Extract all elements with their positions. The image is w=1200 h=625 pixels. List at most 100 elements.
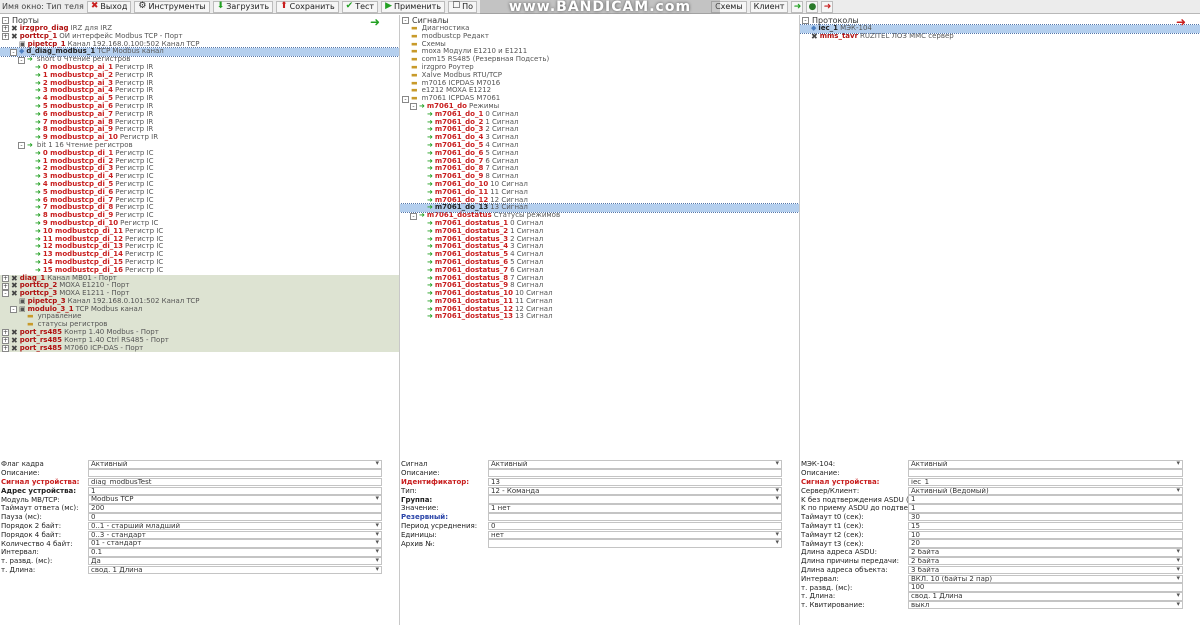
expand-icon[interactable]: + <box>2 345 9 353</box>
property-input[interactable]: 13 <box>488 477 782 487</box>
property-select[interactable]: 0.1 <box>88 548 382 557</box>
property-select[interactable]: выкл <box>908 600 1183 610</box>
apply-button[interactable]: ▶Применить <box>381 0 446 13</box>
property-input[interactable] <box>488 469 782 478</box>
property-input[interactable]: 10 <box>908 530 1183 539</box>
collapse-icon[interactable]: - <box>10 306 17 314</box>
property-select[interactable]: свод. 1 Длина <box>908 592 1183 601</box>
tools-button[interactable]: ⚙Инструменты <box>134 0 210 13</box>
record-icon[interactable]: ➜ <box>821 0 834 13</box>
tree-row[interactable]: ▬Xalve Modbus RTU/TCP <box>400 71 799 80</box>
collapse-all-icon[interactable]: - <box>802 16 809 24</box>
expand-icon[interactable]: + <box>2 33 9 41</box>
property-input[interactable]: 1 <box>908 495 1183 504</box>
tree-row[interactable]: ▬irzgpro Роутер <box>400 63 799 72</box>
tree-row[interactable]: ▬статусы регистров <box>0 320 399 330</box>
tree-row[interactable]: -➜bit 1 16 Чтение регистров <box>0 141 399 150</box>
tree-row[interactable]: ▬com15 RS485 (Резервная Подсеть) <box>400 55 799 64</box>
expand-icon[interactable]: + <box>2 282 9 290</box>
property-select[interactable]: нет <box>488 530 782 539</box>
expand-icon[interactable]: + <box>2 25 9 33</box>
property-input[interactable]: 200 <box>88 504 382 513</box>
exit-button[interactable]: ✖Выход <box>86 0 132 13</box>
property-input[interactable]: 20 <box>908 539 1183 548</box>
schemes-button[interactable]: Схемы <box>711 0 747 13</box>
collapse-all-icon[interactable]: - <box>402 16 409 24</box>
tree-row[interactable]: -➜short 0 Чтение регистров <box>0 55 399 64</box>
client-button[interactable]: Клиент <box>749 0 789 13</box>
property-input[interactable]: 0 <box>88 512 382 522</box>
protocols-back-arrow-icon[interactable]: ➜ <box>1176 15 1187 29</box>
tree-row[interactable]: ▬Схемы <box>400 40 799 49</box>
property-select[interactable]: 01 - стандарт <box>88 539 382 548</box>
property-select[interactable]: 2 байта <box>908 556 1183 566</box>
property-input[interactable]: 0 <box>488 521 782 531</box>
property-input[interactable]: iec_1 <box>908 477 1183 487</box>
property-input[interactable] <box>488 512 782 522</box>
property-select[interactable]: Активный <box>908 460 1183 469</box>
property-select[interactable]: 0..3 - стандарт <box>88 530 382 539</box>
collapse-icon[interactable]: - <box>2 290 9 298</box>
property-select[interactable]: свод. 1 Длина <box>88 565 382 575</box>
property-input[interactable] <box>908 469 1183 478</box>
property-input[interactable]: 1 <box>908 504 1183 513</box>
tree-row[interactable]: ▬управление <box>0 313 399 322</box>
tree-row[interactable]: ▬moxa Модули E1210 и E1211 <box>400 48 799 56</box>
property-select[interactable]: Активный <box>88 460 382 469</box>
help-icon[interactable]: ● <box>806 0 819 13</box>
tree-row[interactable]: ▬modbustcp Редакт <box>400 32 799 41</box>
collapse-icon[interactable]: - <box>402 95 409 103</box>
tree-row[interactable]: ▬Диагностика <box>400 24 799 33</box>
tree-row[interactable]: ▬m7016 ICPDAS M7016 <box>400 79 799 88</box>
property-select[interactable]: Активный (Ведомый) <box>908 486 1183 495</box>
property-input[interactable]: 1 <box>88 486 382 495</box>
ports-forward-arrow-icon[interactable]: ➜ <box>370 15 381 29</box>
property-select[interactable]: Modbus TCP <box>88 495 382 504</box>
po-button[interactable]: ☐По <box>448 0 478 13</box>
property-select[interactable]: 0..1 - старший младший <box>88 521 382 531</box>
collapse-icon[interactable]: - <box>18 56 25 64</box>
collapse-icon[interactable]: - <box>18 142 25 150</box>
property-input[interactable]: 100 <box>908 583 1183 592</box>
property-input[interactable]: 1 нет <box>488 504 782 513</box>
